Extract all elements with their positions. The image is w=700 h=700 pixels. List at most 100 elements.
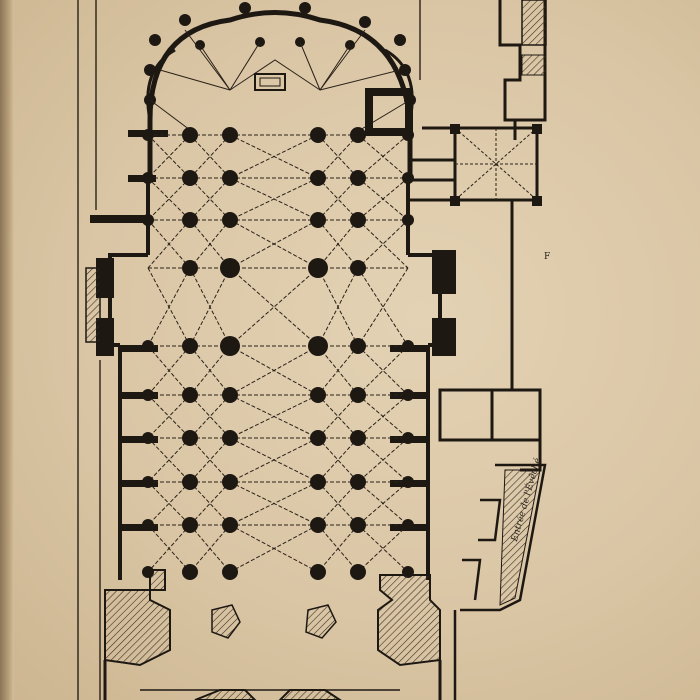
pier [182, 564, 198, 580]
vault-rib [357, 219, 409, 269]
pier [182, 127, 198, 143]
vault-rib [229, 524, 319, 573]
transept-porch [85, 267, 101, 343]
side-letter-label: F [544, 252, 551, 262]
pier [142, 389, 154, 401]
pier [350, 430, 366, 446]
vault-rib [317, 345, 359, 396]
pier [182, 260, 198, 276]
pier [182, 430, 198, 446]
vault-rib [147, 481, 191, 526]
vault-rib [357, 524, 409, 573]
pier [310, 170, 326, 186]
vault-rib [317, 394, 359, 439]
pier [222, 170, 238, 186]
pier [222, 564, 238, 580]
pier [310, 517, 326, 533]
west-facade-towers [104, 569, 441, 700]
pier [142, 340, 154, 352]
pier [142, 172, 154, 184]
vault-rib [317, 394, 359, 439]
vault-rib [317, 134, 359, 179]
vault-rib [147, 219, 191, 269]
pier [182, 387, 198, 403]
vault-rib [317, 524, 359, 573]
vault-rib [229, 134, 319, 179]
vault-rib [147, 437, 191, 483]
vault-rib [189, 481, 231, 526]
vault-rib [229, 177, 319, 221]
vault-rib [189, 177, 231, 221]
vault-rib [317, 481, 359, 526]
vault-rib [317, 177, 359, 221]
pier [402, 389, 414, 401]
vault-rib [189, 394, 231, 439]
vault-rib [357, 524, 409, 573]
pier [182, 474, 198, 490]
entrance-building-hatch [499, 469, 541, 606]
pier [310, 387, 326, 403]
vault-rib [317, 134, 359, 179]
pier [182, 170, 198, 186]
facade-wall [103, 660, 442, 700]
vault-rib [317, 177, 359, 221]
altar [254, 73, 286, 91]
vault-rib [317, 481, 359, 526]
pier [220, 258, 240, 278]
vault-rib [317, 437, 359, 483]
pier [310, 430, 326, 446]
pier [222, 474, 238, 490]
vault-rib [317, 437, 359, 483]
vault-rib [189, 134, 231, 179]
pier [350, 474, 366, 490]
vault-rib [147, 177, 191, 221]
upper-annex [498, 0, 547, 140]
pier [402, 519, 414, 531]
vault-rib [147, 524, 191, 573]
vault-rib [357, 345, 409, 396]
vault-rib [189, 481, 231, 526]
vault-rib [357, 177, 409, 221]
pier [142, 129, 154, 141]
vault-rib [147, 134, 191, 179]
pier [222, 212, 238, 228]
vault-rib [357, 437, 409, 483]
vault-rib [147, 345, 191, 396]
pier [350, 212, 366, 228]
vault-ribs [147, 134, 409, 573]
vault-rib [229, 219, 319, 269]
pier [220, 336, 240, 356]
pier [142, 476, 154, 488]
pier [222, 430, 238, 446]
apse-vault-ribs [149, 29, 411, 131]
pier [402, 340, 414, 352]
pier [350, 564, 366, 580]
pier [350, 260, 366, 276]
vault-rib [189, 267, 231, 347]
pier [142, 214, 154, 226]
vault-rib [147, 394, 191, 439]
vault-rib [189, 134, 231, 179]
pier [310, 127, 326, 143]
site-boundary-lines [77, 0, 421, 700]
vault-rib [189, 345, 231, 396]
vault-rib [189, 219, 231, 269]
vault-rib [357, 219, 409, 269]
vault-rib [317, 267, 359, 347]
vault-rib [189, 394, 231, 439]
pier [222, 387, 238, 403]
cloister-ribs [454, 127, 538, 201]
vault-rib [357, 394, 409, 439]
pier [350, 387, 366, 403]
pier [350, 127, 366, 143]
side-chapel-buttresses [120, 130, 428, 531]
pier [182, 517, 198, 533]
vault-rib [147, 267, 191, 347]
vault-rib [317, 219, 359, 269]
vault-rib [357, 267, 409, 347]
upper-annex-hatch [521, 0, 547, 46]
pier [182, 212, 198, 228]
vault-rib [229, 437, 319, 483]
